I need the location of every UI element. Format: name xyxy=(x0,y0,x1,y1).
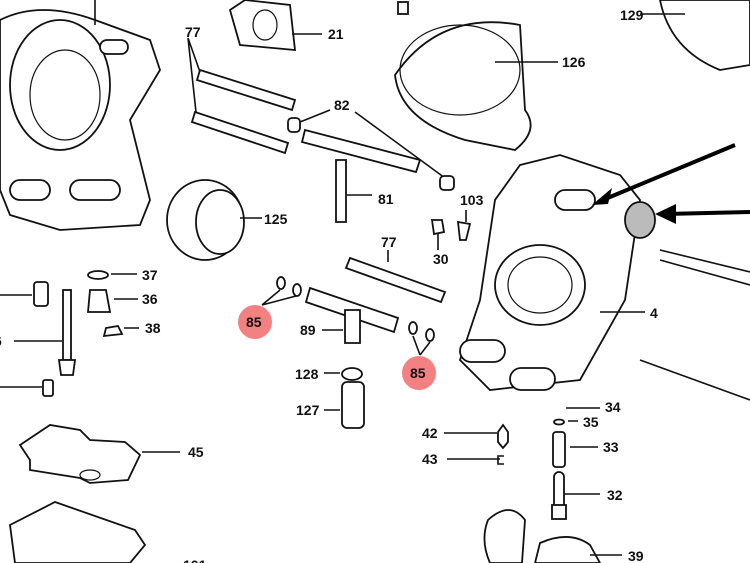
label-125: 125 xyxy=(264,211,288,227)
label-4: 4 xyxy=(650,305,658,321)
label-36: 36 xyxy=(142,291,158,307)
label-77-top: 77 xyxy=(185,24,201,40)
label-85-right: 85 xyxy=(410,365,426,381)
label-43: 43 xyxy=(422,451,438,467)
label-37: 37 xyxy=(142,267,158,283)
part-127-128 xyxy=(324,367,365,429)
part-85-89 xyxy=(238,276,436,390)
part-21-flange xyxy=(228,0,322,51)
label-6: 6 xyxy=(0,333,2,349)
carburetor-body-left xyxy=(0,0,161,231)
label-42: 42 xyxy=(422,425,438,441)
part-126-funnel xyxy=(394,21,558,151)
label-126: 126 xyxy=(562,54,586,70)
label-35: 35 xyxy=(583,414,599,430)
label-128: 128 xyxy=(295,366,319,382)
label-38: 38 xyxy=(145,320,161,336)
label-33: 33 xyxy=(603,439,619,455)
label-77-middle: 77 xyxy=(381,234,397,250)
label-32: 32 xyxy=(607,487,623,503)
label-21: 21 xyxy=(328,26,344,42)
label-30: 30 xyxy=(433,251,449,267)
label-39: 39 xyxy=(628,548,644,563)
part-125-cylinder xyxy=(166,179,262,261)
label-81: 81 xyxy=(378,191,394,207)
label-45: 45 xyxy=(188,444,204,460)
label-127: 127 xyxy=(296,402,320,418)
parts-32-43 xyxy=(444,407,622,563)
label-129: 129 xyxy=(620,7,644,23)
label-82: 82 xyxy=(334,97,350,113)
part-77-pin xyxy=(344,250,447,304)
label-34: 34 xyxy=(605,399,621,415)
part-77-pins xyxy=(187,37,297,155)
label-103: 103 xyxy=(460,192,484,208)
part-45-gasket xyxy=(18,424,180,484)
part-129-funnel xyxy=(397,0,750,71)
part-101-bowl xyxy=(9,501,147,563)
label-101: 101 xyxy=(183,557,207,563)
parts-36-38 xyxy=(0,270,139,397)
part-30-103 xyxy=(430,210,472,250)
label-85-left: 85 xyxy=(246,314,262,330)
label-89: 89 xyxy=(300,322,316,338)
carburetor-body-right xyxy=(458,143,750,401)
part-81-tee xyxy=(287,109,455,223)
